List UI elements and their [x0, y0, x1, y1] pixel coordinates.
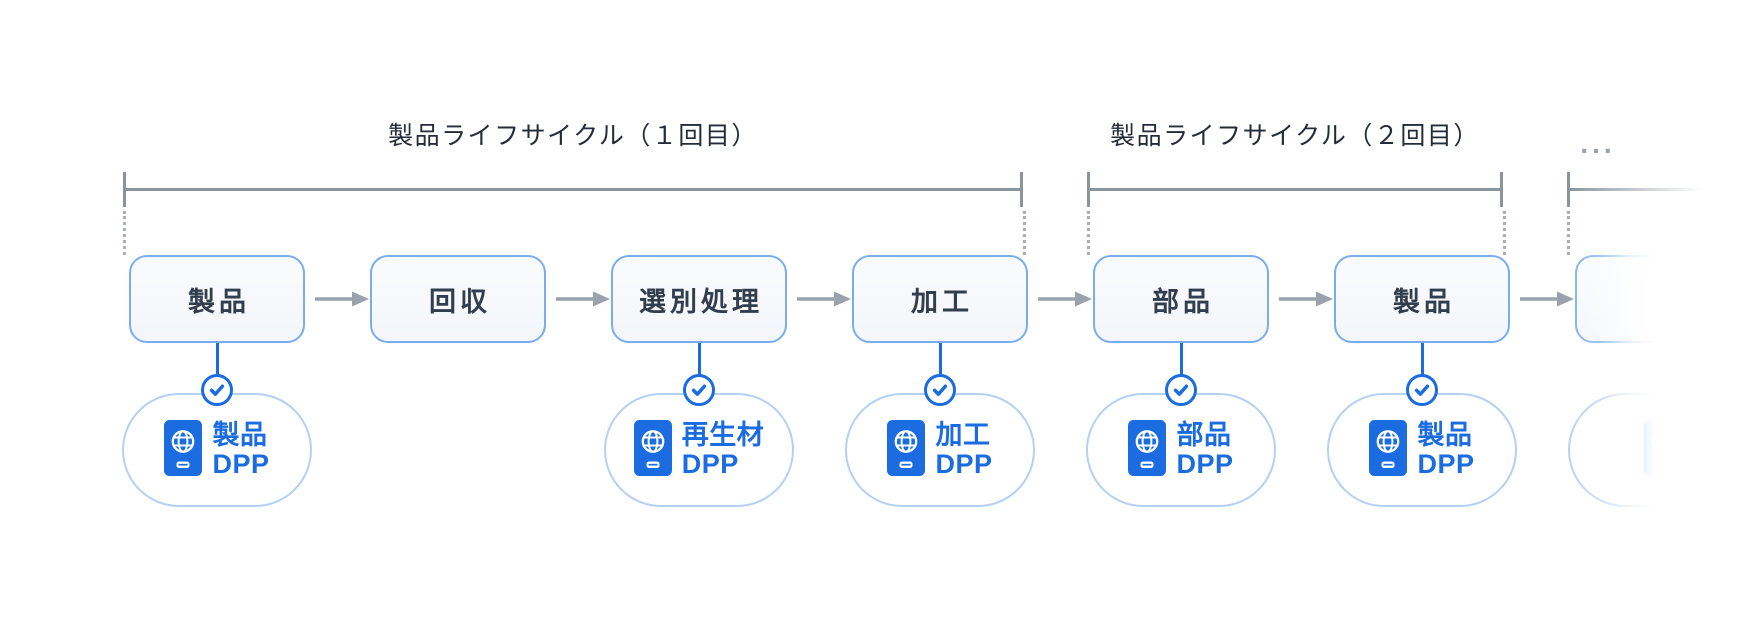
lifecycle-bracket-1-end-tick [1020, 172, 1023, 207]
dpp-connector-line [215, 343, 219, 376]
arrow-right-icon [1520, 291, 1574, 307]
flow-arrow-6 [1519, 290, 1575, 308]
process-box: 回収 [370, 255, 546, 343]
bracket-drop-dotted-line-2 [1023, 211, 1026, 255]
process-box: 選別処理 [611, 255, 787, 343]
flow-arrow-4 [1037, 290, 1093, 308]
passport-globe-icon [1369, 419, 1408, 476]
continuation-ellipsis: ... [1580, 128, 1616, 159]
lifecycle-title: 製品ライフサイクル（１回目） [388, 122, 758, 150]
process-box-label: 加工 [911, 286, 973, 317]
dpp-connector-line [697, 343, 701, 376]
passport-icon-wrap [633, 419, 672, 481]
bracket-drop-dotted-line-4 [1503, 211, 1506, 255]
lifecycle-bracket-3 [1567, 188, 1702, 191]
arrow-right-icon [556, 291, 610, 307]
lifecycle-bracket-2-end-tick [1500, 172, 1503, 207]
lifecycle-bracket-3-start-tick [1567, 172, 1570, 207]
check-badge [683, 374, 715, 406]
dpp-label-line2: DPP [681, 449, 739, 479]
passport-icon-wrap [164, 419, 203, 481]
dpp-label-line1: 製品 [1417, 420, 1473, 450]
flow-arrow-3 [796, 290, 852, 308]
passport-icon-wrap [1644, 419, 1682, 481]
dpp-label-line2: DPP [212, 449, 270, 479]
process-box: 製品 [1334, 255, 1510, 343]
dpp-label-line2: DPP [935, 449, 993, 479]
passport-globe-icon [633, 419, 672, 476]
dpp-connector-line [938, 343, 942, 376]
bracket-drop-dotted-line-5 [1567, 211, 1570, 255]
check-icon [1173, 384, 1189, 396]
passport-icon-wrap [1369, 419, 1408, 481]
check-badge [924, 374, 956, 406]
check-icon [932, 384, 948, 396]
dpp-label-line2: DPP [1176, 449, 1234, 479]
arrow-right-icon [1279, 291, 1333, 307]
passport-globe-icon [1128, 419, 1167, 476]
dpp-connector-line [1420, 343, 1424, 376]
dpp-label-line1: 加工 [935, 420, 991, 450]
passport-globe-icon [164, 419, 203, 476]
process-box: 製品 [129, 255, 305, 343]
dpp-label-line1: 部品 [1176, 420, 1232, 450]
arrow-right-icon [1038, 291, 1092, 307]
check-icon [1414, 384, 1430, 396]
process-box-label: 選別処理 [639, 286, 763, 317]
process-box-label: 回収 [429, 286, 491, 317]
lifecycle-bracket-2-start-tick [1087, 172, 1090, 207]
arrow-right-icon [315, 291, 369, 307]
process-box-label: 製品 [188, 286, 250, 317]
flow-step-7 [1568, 255, 1758, 509]
check-badge [1165, 374, 1197, 406]
dpp-label-line1: 製品 [212, 420, 268, 450]
flow-arrow-2 [555, 290, 611, 308]
lifecycle-bracket-2 [1087, 188, 1503, 191]
arrow-right-icon [797, 291, 851, 307]
check-badge [201, 374, 233, 406]
bracket-drop-dotted-line-3 [1087, 211, 1090, 255]
dpp-label-line1: 再生材 [681, 420, 765, 450]
lifecycle-bracket-1 [123, 188, 1023, 191]
lifecycle-title: 製品ライフサイクル（２回目） [1110, 122, 1480, 150]
process-box-label: 製品 [1393, 286, 1455, 317]
passport-icon-wrap [887, 419, 926, 481]
check-icon [209, 384, 225, 396]
check-icon [691, 384, 707, 396]
lifecycle-bracket-1-start-tick [123, 172, 126, 207]
passport-globe-icon [887, 419, 926, 476]
passport-icon-wrap [1128, 419, 1167, 481]
flow-step-2: 回収 [363, 255, 553, 509]
flow-arrow-5 [1278, 290, 1334, 308]
check-badge [1406, 374, 1438, 406]
process-box: 加工 [852, 255, 1028, 343]
flow-arrow-1 [314, 290, 370, 308]
dpp-chip [1568, 393, 1758, 507]
passport-globe-icon [1644, 419, 1682, 476]
process-box-label: 部品 [1152, 286, 1214, 317]
process-box: 部品 [1093, 255, 1269, 343]
dpp-label-line2: DPP [1417, 449, 1475, 479]
dpp-connector-line [1179, 343, 1183, 376]
process-box [1575, 255, 1751, 343]
bracket-drop-dotted-line-1 [123, 211, 126, 255]
